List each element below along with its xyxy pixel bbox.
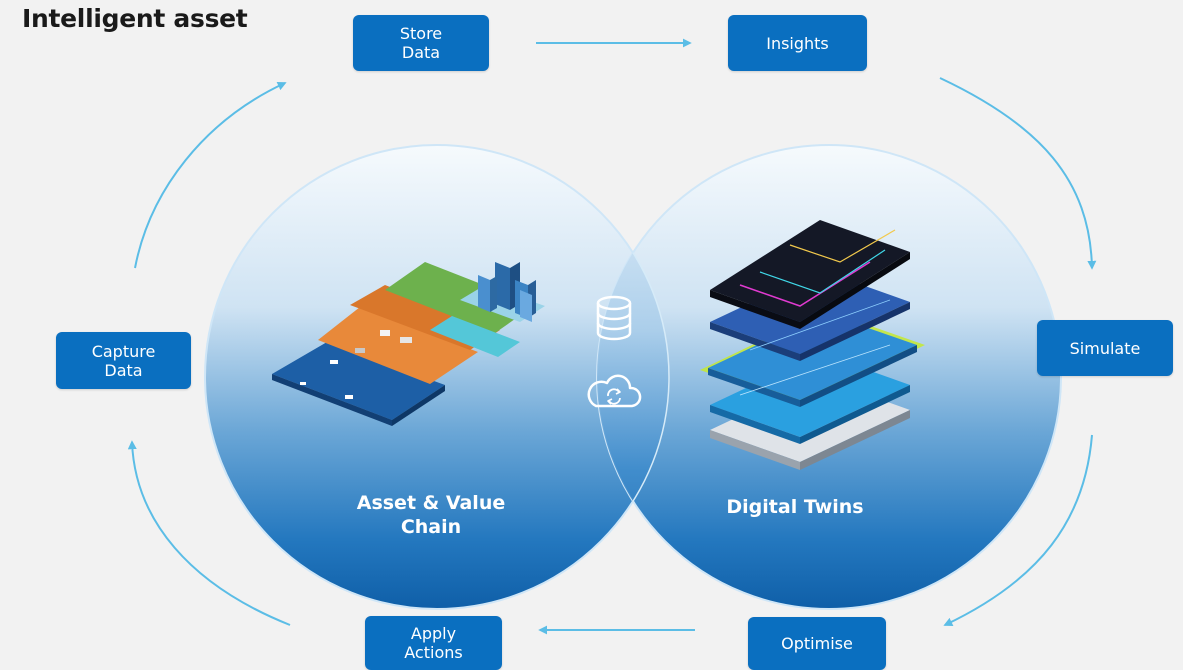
- insights-step[interactable]: Insights: [728, 15, 867, 71]
- simulate-label: Simulate: [1069, 338, 1141, 358]
- circles-overlap-lens: [597, 145, 670, 609]
- arrow-simulate-to-optimise: [943, 434, 1093, 626]
- apply-actions-label: Apply Actions: [404, 624, 463, 662]
- apply-actions-step[interactable]: Apply Actions: [365, 616, 502, 670]
- asset-city-illustration: [272, 262, 545, 426]
- arrow-capture-to-store: [134, 81, 287, 269]
- store-data-label: Store Data: [399, 24, 443, 62]
- cycle-arrows: [127, 38, 1097, 635]
- cloud-sync-icon: [587, 374, 642, 408]
- digital-twins-label: Digital Twins: [726, 496, 864, 518]
- capture-data-label: Capture Data: [91, 341, 156, 380]
- page-title: Intelligent asset: [22, 4, 248, 33]
- capture-data-step[interactable]: Capture Data: [56, 332, 191, 389]
- arrow-insights-to-simulate: [939, 77, 1097, 270]
- insights-label: Insights: [766, 33, 829, 53]
- optimise-step[interactable]: Optimise: [748, 617, 886, 670]
- simulate-step[interactable]: Simulate: [1037, 320, 1173, 376]
- store-data-step[interactable]: Store Data: [353, 15, 489, 71]
- arrow-apply-to-capture: [127, 440, 291, 626]
- asset-value-chain-label: Asset & Value Chain: [356, 492, 506, 538]
- digital-twin-layers-illustration: [700, 220, 925, 470]
- database-icon: [596, 295, 632, 341]
- optimise-label: Optimise: [781, 634, 853, 653]
